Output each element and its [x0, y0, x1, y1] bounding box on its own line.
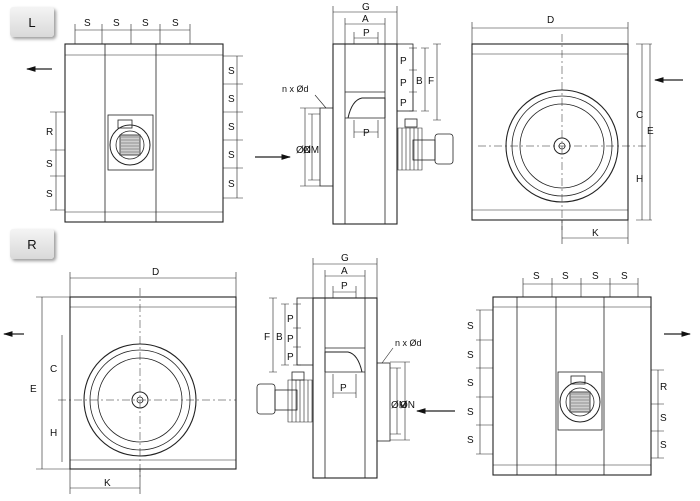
r-motor-dim-s-4: S — [621, 271, 628, 282]
r-side-dim-n: ØN — [400, 400, 415, 411]
r-side-dim-p-top: P — [341, 281, 348, 292]
r-side-section-view — [256, 258, 455, 479]
l-front-dim-s-3: S — [142, 18, 149, 29]
r-side-dim-p-bottom: P — [340, 383, 347, 394]
l-front-dim-s-1: S — [84, 18, 91, 29]
l-front-dim-s-r1: S — [228, 66, 235, 77]
l-side-dim-p-r1: P — [400, 56, 407, 67]
l-side-dim-p-top: P — [363, 28, 370, 39]
r-motor-dim-s-r1: S — [660, 413, 667, 424]
r-motor-dim-s-l5: S — [467, 435, 474, 446]
l-front-dim-s-r5: S — [228, 179, 235, 190]
r-motor-dim-s-r2: S — [660, 440, 667, 451]
l-front-dim-s-r4: S — [228, 150, 235, 161]
tab-left-version[interactable]: L — [10, 7, 54, 37]
r-side-dim-m: ØM — [391, 400, 407, 411]
l-side-section-view — [255, 6, 454, 225]
l-side-dim-p-bottom: P — [363, 128, 370, 139]
l-front-dim-r: R — [46, 127, 53, 138]
l-inlet-face-view — [471, 22, 683, 244]
r-motor-dim-s-l1: S — [467, 321, 474, 332]
l-front-dim-s-r3: S — [228, 122, 235, 133]
r-motor-dim-s-l2: S — [467, 350, 474, 361]
tab-right-version[interactable]: R — [10, 229, 54, 259]
l-face-dim-d: D — [547, 15, 554, 26]
l-side-dim-b: B — [416, 76, 423, 87]
l-face-dim-k: K — [592, 228, 599, 239]
r-side-dim-b: B — [276, 332, 283, 343]
r-side-dim-p-l3: P — [287, 352, 294, 363]
l-front-dim-s-r2: S — [228, 94, 235, 105]
section-label-r: R — [27, 236, 37, 252]
l-front-dim-s-l1: S — [46, 159, 53, 170]
r-motor-dim-s-2: S — [562, 271, 569, 282]
l-side-dim-a: A — [362, 14, 369, 25]
r-face-dim-c: C — [50, 364, 57, 375]
section-label-l: L — [28, 14, 36, 30]
r-side-dim-a: A — [341, 266, 348, 277]
l-side-dim-f: F — [428, 76, 434, 87]
l-front-dim-s-4: S — [172, 18, 179, 29]
r-side-dim-p-l2: P — [287, 334, 294, 345]
l-front-dim-s-l2: S — [46, 189, 53, 200]
r-side-dim-p-l1: P — [287, 314, 294, 325]
l-face-dim-e: E — [647, 126, 654, 137]
r-face-dim-h: H — [50, 428, 57, 439]
l-side-dim-g: G — [362, 2, 370, 13]
l-side-dim-n: ØN — [296, 145, 311, 156]
l-face-dim-c: C — [636, 110, 643, 121]
r-motor-dim-s-3: S — [592, 271, 599, 282]
r-face-dim-d: D — [152, 267, 159, 278]
r-face-dim-e: E — [30, 384, 37, 395]
r-motor-side-view — [476, 278, 691, 476]
r-side-dim-f: F — [264, 332, 270, 343]
r-inlet-face-view — [3, 272, 237, 494]
r-side-dim-g: G — [341, 253, 349, 264]
l-motor-side-view — [26, 24, 243, 223]
l-side-dim-holes: n x Ød — [282, 84, 309, 94]
r-motor-dim-s-1: S — [533, 271, 540, 282]
l-front-dim-s-2: S — [113, 18, 120, 29]
l-side-dim-m: ØM — [303, 145, 319, 156]
l-side-dim-p-r3: P — [400, 98, 407, 109]
r-motor-dim-s-l3: S — [467, 378, 474, 389]
r-motor-dim-r: R — [660, 382, 667, 393]
r-motor-dim-s-l4: S — [467, 407, 474, 418]
l-face-dim-h: H — [636, 174, 643, 185]
l-side-dim-p-r2: P — [400, 78, 407, 89]
r-side-dim-holes: n x Ød — [395, 338, 422, 348]
r-face-dim-k: K — [104, 478, 111, 489]
